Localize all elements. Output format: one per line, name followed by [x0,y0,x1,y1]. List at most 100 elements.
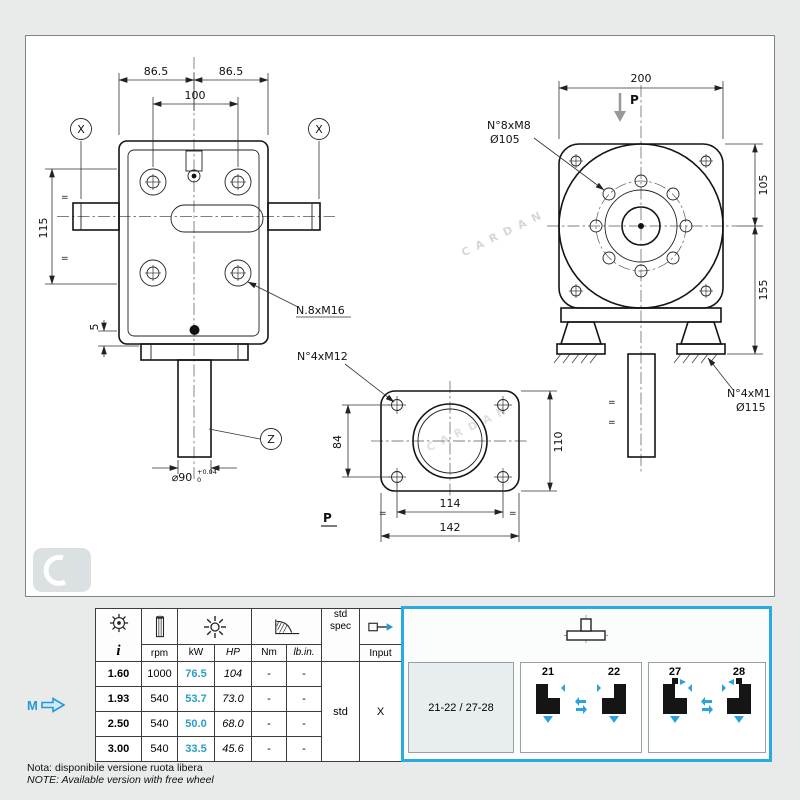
config-21: 21 [531,666,565,724]
side-view: = = 200 P 105 155 N°8xM8 Ø105 N°4xM1 Ø11… [487,72,771,473]
m-label: M [27,697,38,713]
dim-200: 200 [631,72,652,85]
table-row: 1.93 540 53.7 73.0 - - [95,686,402,712]
dim-5: 5 [88,324,101,331]
cell-hp: 45.6 [214,736,252,762]
cell-input: X [359,661,402,762]
view-label-p: P [323,511,332,525]
header-input: Input [359,608,402,662]
header-rpm-label: rpm [150,647,169,659]
svg-text:=: = [608,418,616,428]
header-ratio: i [95,608,142,662]
cell-lbin: - [286,736,322,762]
svg-text:Z: Z [267,433,275,446]
dim-86-5-left: 86.5 [144,65,169,78]
config-group-27-28: 27 28 [648,662,766,753]
cell-rpm: 540 [141,736,178,762]
header-std-spec: std spec [321,608,360,662]
splined-shaft-icon [155,615,164,637]
callout-n8xm8: N°8xM8 [487,119,531,132]
watermark-logo [33,548,91,592]
svg-text:+0.04: +0.04 [197,468,217,476]
header-ratio-label: i [116,643,121,659]
svg-text:=: = [61,254,69,264]
config-27: 27 [658,666,692,724]
load-arrow-p: P [614,93,639,122]
svg-text:X: X [315,123,323,136]
cell-nm: - [251,661,287,687]
m-indicator: M [27,697,65,713]
cell-nm: - [251,711,287,737]
header-hp-label: HP [226,647,240,658]
svg-text:CARDAN: CARDAN [459,206,549,259]
swap-arrows-icon [575,696,587,719]
note-italian: Nota: disponibile versione ruota libera [27,762,203,774]
svg-text:X: X [77,123,85,136]
t-gearbox-icon [564,615,608,645]
dim-142: 142 [440,521,461,534]
dim-86-5-right: 86.5 [219,65,244,78]
ground-hatch [553,353,718,364]
svg-text:=: = [61,193,69,203]
watermark: CARDAN CARDAN [33,206,550,592]
config-27-icon [663,678,692,724]
config-panel: 21-22 / 27-28 21 22 [401,606,772,762]
cell-kw: 53.7 [177,686,215,712]
config-22: 22 [597,666,631,724]
note-english: NOTE: Available version with free wheel [27,774,214,786]
header-kw-label: kW [178,645,215,661]
cell-hp: 104 [214,661,252,687]
notes: Nota: disponibile versione ruota libera … [27,762,214,786]
svg-text:=: = [379,509,387,519]
corner-holes [569,154,713,298]
dim-100: 100 [185,89,206,102]
table-row: 1.60 1000 76.5 104 - - std X [95,661,402,762]
swap-arrows-icon [701,696,713,719]
cell-rpm: 540 [141,711,178,737]
gear-icon [109,613,128,633]
config-range: 21-22 / 27-28 [408,662,514,753]
header-power: kW HP [177,608,252,662]
config-28-icon [722,678,751,724]
header-lbin-label: lb.in. [293,647,315,658]
cell-hp: 73.0 [214,686,252,712]
front-view: X X Z 86.5 86.5 100 115 = = 5 [37,57,351,484]
header-torque: Nm lb.in. [251,608,322,662]
input-shaft-icon [367,622,393,631]
dim-84: 84 [331,435,344,449]
cell-kw: 50.0 [177,711,215,737]
config-28: 28 [722,666,756,724]
cell-ratio: 1.60 [95,661,142,687]
header-input-label: Input [369,647,392,659]
config-22-icon [597,684,626,724]
dim-155: 155 [757,280,770,301]
dim-115: 115 [37,218,50,239]
callout-n8xm16: N.8xM16 [296,304,345,317]
section-marker-right [308,118,330,140]
flange-bolt-holes [589,174,693,278]
torque-curve-icon [274,619,299,634]
cell-ratio: 1.93 [95,686,142,712]
table-row: 3.00 540 33.5 45.6 - - [95,736,402,762]
header-nm-label: Nm [252,645,287,661]
header-rpm: rpm [141,608,178,662]
cell-rpm: 1000 [141,661,178,687]
callout-n4xm12: N°4xM12 [297,350,348,363]
svg-text:=: = [509,509,517,519]
spec-table: i rpm [95,608,402,762]
dim-105: 105 [757,175,770,196]
config-21-icon [536,684,565,724]
technical-drawing: CARDAN CARDAN [25,35,775,597]
cell-nm: - [251,736,287,762]
sun-icon [203,615,226,638]
cell-std: std [321,661,360,762]
cell-lbin: - [286,711,322,737]
cell-lbin: - [286,686,322,712]
cell-rpm: 540 [141,686,178,712]
svg-text:=: = [608,398,616,408]
callout-dia105: Ø105 [490,133,520,146]
detail-marker-z [260,428,282,450]
svg-text:0: 0 [197,476,201,484]
callout-n4xm1: N°4xM1 [727,387,771,400]
